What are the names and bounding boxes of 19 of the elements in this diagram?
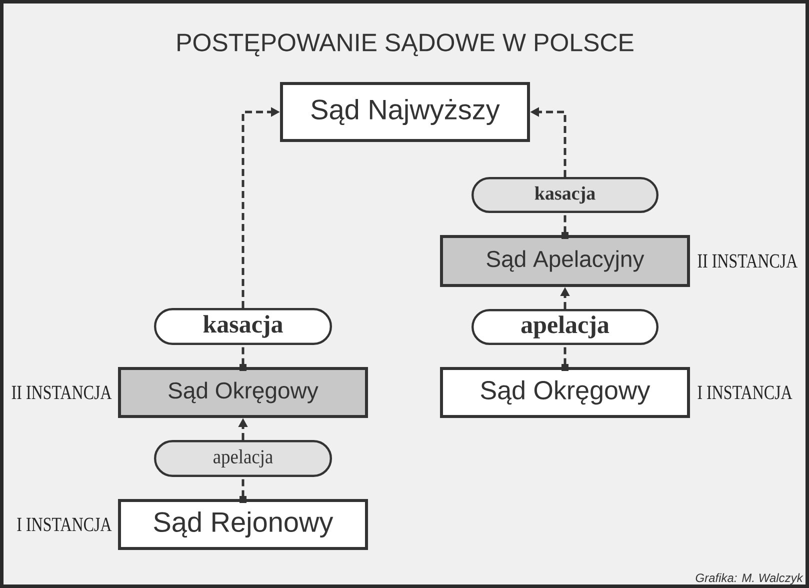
rounded-label: kasacja (154, 308, 332, 345)
court-box: Sąd Okręgowy (440, 367, 690, 418)
title: POSTĘPOWANIE SĄDOWE W POLSCE (178, 34, 634, 56)
rounded-label: apelacja (472, 309, 658, 345)
rounded-label: kasacja (472, 177, 658, 213)
instance-label: I INSTANCJA (17, 518, 112, 532)
dashed-connector (240, 477, 246, 503)
court-box: Sąd Rejonowy (118, 499, 368, 550)
instance-label: II INSTANCJA (698, 254, 798, 268)
credit-text: Grafika: M. Walczyk (696, 573, 804, 584)
dashed-connector (240, 345, 246, 371)
instance-label: II INSTANCJA (12, 386, 112, 400)
court-box: Sąd Okręgowy (118, 367, 368, 418)
court-box: Sąd Najwyższy (280, 82, 530, 142)
instance-label: I INSTANCJA (698, 386, 792, 400)
dashed-connector (562, 213, 568, 239)
court-box: Sąd Apelacyjny (440, 235, 690, 287)
rounded-label: apelacja (154, 440, 332, 477)
dashed-connector (562, 345, 568, 371)
